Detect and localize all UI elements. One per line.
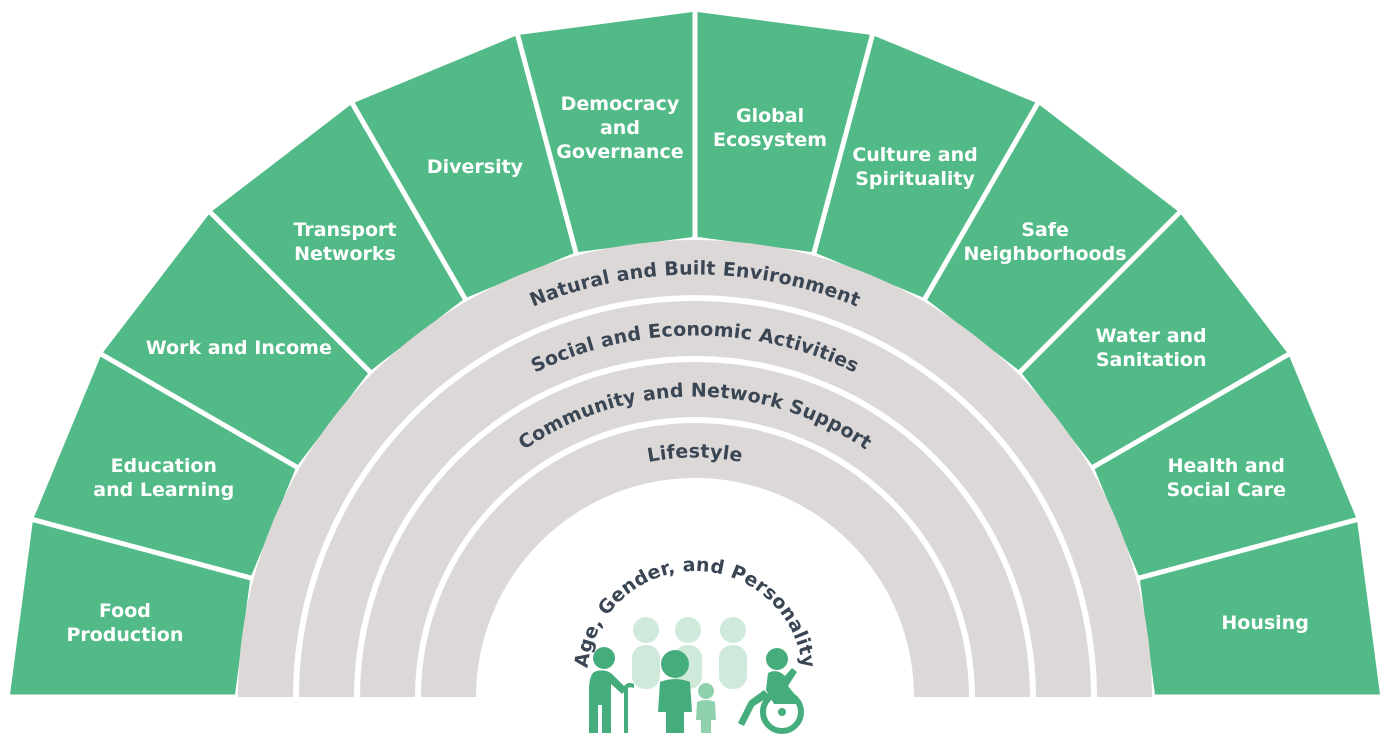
elderly-person-with-cane-icon [589, 647, 634, 733]
outer-segment-label-line: Ecosystem [713, 129, 827, 151]
outer-segment-label: Housing [1221, 612, 1308, 634]
outer-segment-label-line: Diversity [427, 156, 524, 178]
outer-segment-label-line: Spirituality [855, 168, 975, 190]
outer-segment [816, 35, 1036, 298]
outer-segment-label-line: Transport [293, 219, 396, 241]
outer-segment [33, 356, 296, 576]
outer-segment [697, 12, 870, 253]
outer-segment-label-line: Education [111, 455, 217, 477]
outer-segment-label-line: Social Care [1166, 479, 1285, 501]
outer-segment-label-line: Sanitation [1096, 349, 1207, 371]
people-group [589, 617, 804, 734]
outer-segment [520, 12, 693, 253]
ring-band [299, 301, 1091, 697]
outer-segment-label-line: Food [99, 600, 151, 622]
outer-segment-label-line: Production [66, 624, 183, 646]
outer-segment [1139, 522, 1380, 695]
outer-segment-label: Diversity [427, 156, 524, 178]
outer-segment [354, 35, 574, 298]
outer-segment-label-line: and [600, 117, 640, 139]
outer-segment-label-line: Work and Income [146, 337, 332, 359]
outer-segment-label-line: Safe [1021, 219, 1069, 241]
outer-segment [1094, 356, 1357, 576]
ring-band [360, 362, 1030, 697]
outer-segment-label-line: Neighborhoods [964, 243, 1127, 265]
outer-segment-label-line: Water and [1096, 325, 1207, 347]
outer-segment-label-line: Democracy [561, 93, 680, 115]
outer-segment [212, 105, 463, 370]
core-area: Age, Gender, and Personality [530, 532, 860, 734]
wheelchair-user-icon [738, 648, 804, 734]
child-person-icon [696, 683, 716, 733]
background-person-icon [719, 617, 747, 689]
adult-person-icon [658, 650, 692, 733]
outer-segment [927, 105, 1178, 370]
outer-segment-label-line: and Learning [93, 479, 234, 501]
ring-band [238, 240, 1152, 697]
ring-band [421, 423, 969, 697]
outer-segment-label-line: Culture and [852, 144, 977, 166]
outer-segment-label-line: Networks [294, 243, 396, 265]
background-person-icon [632, 617, 660, 689]
outer-segment [103, 214, 368, 465]
outer-segment-label-line: Global [736, 105, 804, 127]
outer-segment-label-line: Governance [556, 141, 683, 163]
outer-segment [10, 522, 251, 695]
outer-segment-label-line: Housing [1221, 612, 1308, 634]
outer-segment-label-line: Health and [1168, 455, 1285, 477]
outer-segment [1022, 214, 1287, 465]
outer-segment-label: Work and Income [146, 337, 332, 359]
